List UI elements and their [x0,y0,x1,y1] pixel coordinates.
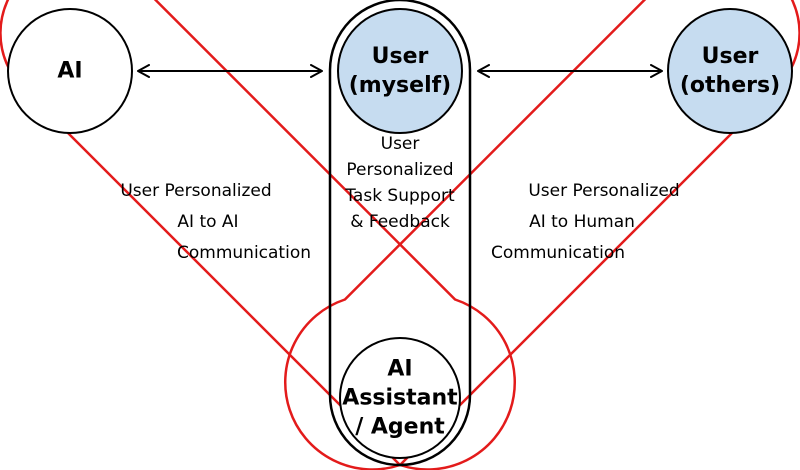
task-support-region-label-line-1: User [381,134,420,154]
task-support-region-outline [328,0,472,467]
ai-to-ai-region-label: User Personalized AI to AI Communication [120,181,311,263]
ai-to-human-region-label-line-1: User Personalized [528,181,679,201]
ai-to-human-region-label-line-2: AI to Human [529,212,635,232]
ai-node-label: AI [57,59,82,84]
ai-to-ai-region-outline [0,0,516,470]
task-support-region-label-line-3: Task Support [344,186,455,206]
user-myself-node-label-line-2: (myself) [349,73,452,98]
ai-to-human-region-outline [284,0,800,470]
ai-to-ai-region-label-line-2: AI to AI [177,212,238,232]
assistant-node-label-line-3: / Agent [355,415,445,440]
assistant-node-circle [339,337,461,459]
ai-to-ai-region-label-line-1: User Personalized [120,181,271,201]
ai-node-label-line-1: AI [57,59,82,84]
user-others-node-label: User (others) [680,44,780,98]
user-others-node-circle [667,8,793,134]
ai-to-ai-region-label-line-3: Communication [177,243,311,263]
assistant-node-label: AI Assistant / Agent [342,357,458,440]
task-support-region-label-line-2: Personalized [346,160,453,180]
assistant-node-label-line-2: Assistant [342,386,458,411]
user-myself-node: User (myself) [337,8,463,134]
assistant-node-label-line-1: AI [387,357,412,382]
user-others-node-label-line-2: (others) [680,73,780,98]
task-support-region-label-line-4: & Feedback [350,212,450,232]
ai-node: AI [7,8,133,134]
ai-to-human-region-label-line-3: Communication [491,243,625,263]
user-myself-node-circle [337,8,463,134]
user-others-node-label-line-1: User [702,44,759,69]
assistant-node: AI Assistant / Agent [339,337,461,459]
ai-node-circle [7,8,133,134]
user-myself-node-label: User (myself) [349,44,452,98]
user-myself-node-label-line-1: User [372,44,429,69]
user-others-node: User (others) [667,8,793,134]
